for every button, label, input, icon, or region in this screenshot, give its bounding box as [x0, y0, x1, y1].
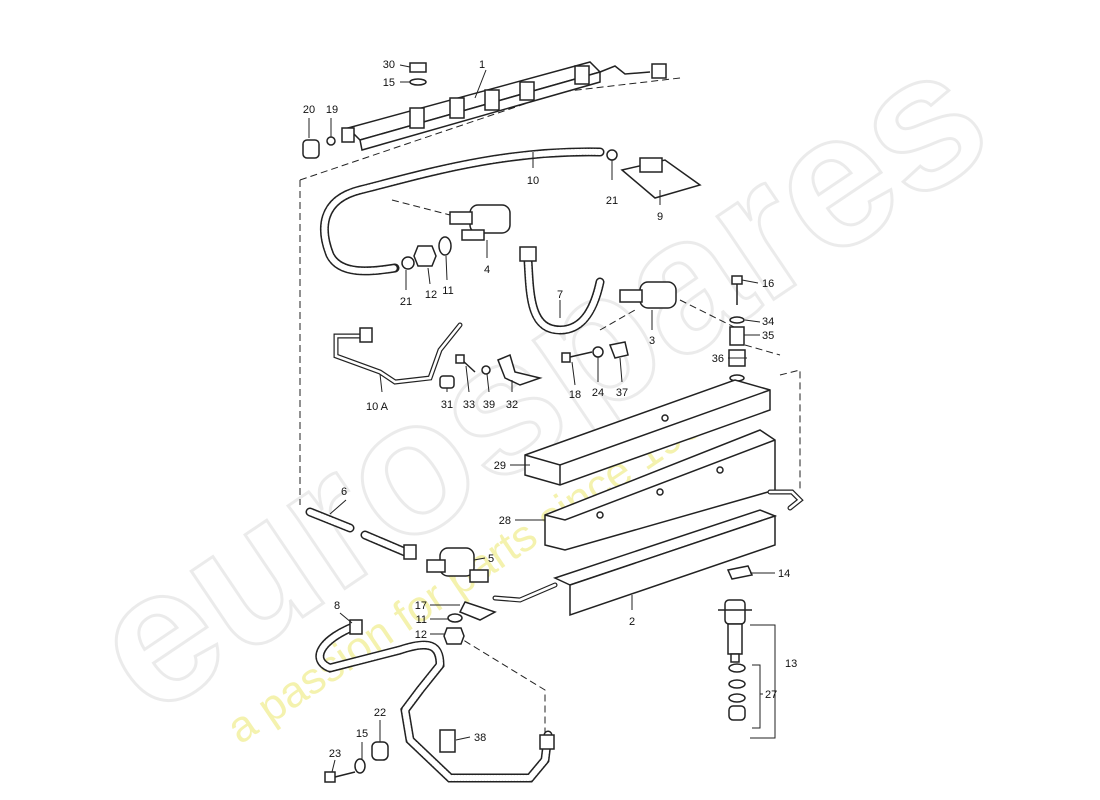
- callout-22: 22: [374, 707, 386, 719]
- callout-4: 4: [484, 264, 490, 276]
- leader-lines: [308, 64, 776, 773]
- clip-38: [439, 729, 456, 753]
- bracket-32: [497, 353, 543, 386]
- callout-3: 3: [649, 335, 655, 347]
- callout-2: 2: [629, 616, 635, 628]
- fuel-rail-lower: [492, 509, 778, 617]
- hose-10: [320, 147, 605, 276]
- grommet-22: [371, 741, 389, 761]
- assembly-lines: [299, 77, 801, 735]
- callout-14: 14: [778, 568, 790, 580]
- callout-10: 10: [527, 175, 539, 187]
- seal-19: [326, 136, 336, 146]
- seals-27: [728, 663, 746, 721]
- spacer-35: [729, 326, 745, 346]
- bracket-9: [620, 157, 702, 199]
- clamp-21-right: [606, 149, 618, 161]
- callout-19: 19: [326, 104, 338, 116]
- callout-5: 5: [488, 553, 494, 565]
- washers-21-12-11: [401, 236, 452, 270]
- hose-6: [305, 507, 417, 560]
- bolt-33: [455, 354, 476, 373]
- bolt-18: [561, 351, 593, 363]
- callout-10a: 10 A: [366, 401, 389, 413]
- callout-1: 1: [479, 59, 485, 71]
- callout-7: 7: [557, 289, 563, 301]
- washer-24: [592, 346, 604, 358]
- injector-13: [718, 599, 752, 663]
- grommet-36: [728, 349, 746, 382]
- callout-21-right: 21: [606, 195, 618, 207]
- callout-6: 6: [341, 486, 347, 498]
- nut-12-lower: [443, 627, 465, 645]
- washer-15-lower: [354, 758, 366, 774]
- callout-21-left: 21: [400, 296, 412, 308]
- bolt-23: [324, 771, 356, 783]
- callout-8: 8: [334, 600, 340, 612]
- nut-30: [409, 62, 427, 73]
- callout-9: 9: [657, 211, 663, 223]
- watermark-brand: eurospares: [54, 5, 1022, 754]
- callout-20: 20: [303, 104, 315, 116]
- fuel-pipe-10a: [333, 322, 463, 385]
- callout-33: 33: [463, 399, 475, 411]
- callout-17: 17: [415, 600, 427, 612]
- callout-11-lower: 11: [416, 614, 427, 626]
- fuel-line-8: [315, 619, 555, 783]
- pressure-regulator-3: [619, 281, 677, 309]
- callout-37: 37: [616, 387, 628, 399]
- callout-12-upper: 12: [425, 289, 437, 301]
- washer-34: [729, 316, 745, 324]
- callout-31: 31: [441, 399, 453, 411]
- clip-15-upper: [409, 78, 427, 86]
- bracket-17: [458, 601, 497, 621]
- end-pipe-right: [767, 489, 804, 511]
- callout-36: 36: [712, 353, 724, 365]
- callout-11-upper: 11: [442, 285, 453, 297]
- callout-34: 34: [762, 316, 774, 328]
- callout-35: 35: [762, 330, 774, 342]
- pressure-regulator-5: [426, 547, 489, 583]
- callout-29: 29: [494, 460, 506, 472]
- callout-27: 27: [765, 689, 777, 701]
- callout-28: 28: [499, 515, 511, 527]
- callout-24: 24: [592, 387, 604, 399]
- callout-labels: 1 30 15 20 19 10 21 9 4 21 12 11 7 3 16 …: [303, 59, 797, 760]
- pressure-regulator-4: [449, 204, 511, 241]
- callout-15-upper: 15: [383, 77, 395, 89]
- watermark: eurospares a passion for parts since 198…: [53, 4, 1024, 756]
- cover-29: [524, 379, 771, 486]
- washer-11-lower: [447, 613, 463, 623]
- clamp-31: [439, 375, 455, 389]
- callout-23: 23: [329, 748, 341, 760]
- washer-39: [481, 365, 491, 375]
- callout-30: 30: [383, 59, 395, 71]
- clip-37: [608, 341, 629, 359]
- callout-16: 16: [762, 278, 774, 290]
- cap-20: [302, 139, 320, 159]
- callout-15-lower: 15: [356, 728, 368, 740]
- fuel-rail-upper: [341, 61, 667, 151]
- callout-32: 32: [506, 399, 518, 411]
- clip-14: [726, 565, 754, 580]
- callout-13: 13: [785, 658, 797, 670]
- hose-7: [519, 246, 605, 335]
- callout-12-lower: 12: [415, 629, 427, 641]
- callout-18: 18: [569, 389, 581, 401]
- callout-38: 38: [474, 732, 486, 744]
- callout-39: 39: [483, 399, 495, 411]
